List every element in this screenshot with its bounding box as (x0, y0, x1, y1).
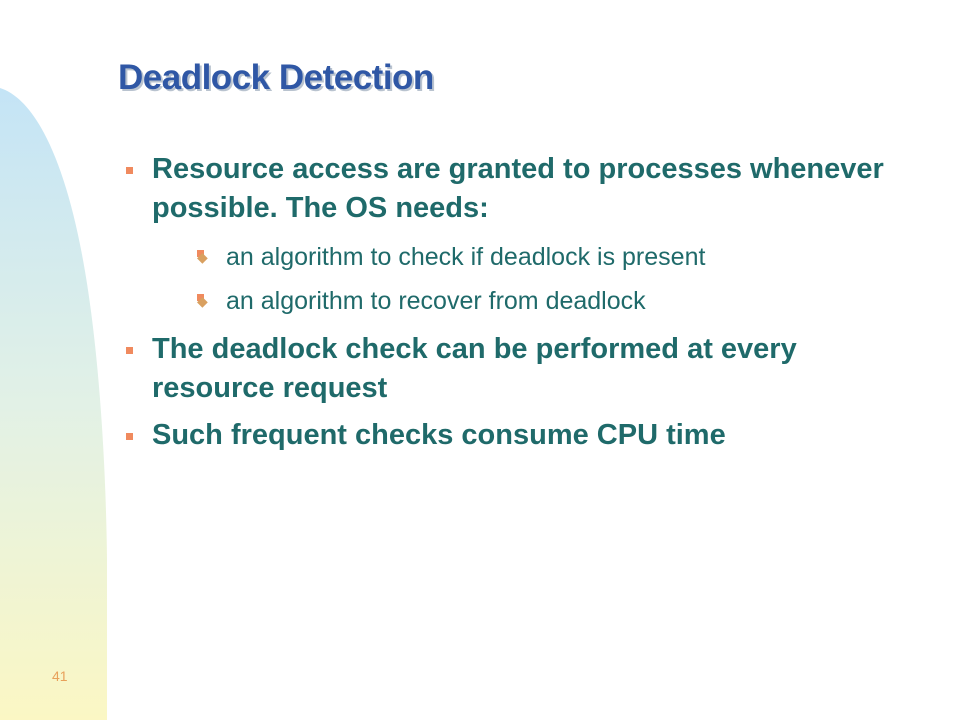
square-bullet-icon (126, 347, 133, 354)
diamond-bullet-icon: ◆ (197, 293, 208, 309)
bullet-item: Resource access are granted to processes… (118, 150, 918, 316)
sub-bullet-text: an algorithm to recover from deadlock (226, 287, 646, 315)
diamond-bullet-icon: ◆ (197, 249, 208, 265)
slide-number: 41 (52, 668, 68, 684)
square-bullet-icon (126, 433, 133, 440)
sub-bullet-item: ◆ an algorithm to check if deadlock is p… (152, 242, 918, 272)
sub-bullet-text: an algorithm to check if deadlock is pre… (226, 243, 706, 271)
sub-bullet-item: ◆ an algorithm to recover from deadlock (152, 286, 918, 316)
slide-title: Deadlock Detection (118, 58, 434, 97)
sub-bullet-list: ◆ an algorithm to check if deadlock is p… (152, 242, 918, 316)
bullet-text: The deadlock check can be performed at e… (152, 333, 797, 404)
bullet-text: Such frequent checks consume CPU time (152, 419, 726, 451)
square-bullet-icon (126, 167, 133, 174)
bullet-item: The deadlock check can be performed at e… (118, 330, 918, 408)
bullet-item: Such frequent checks consume CPU time (118, 416, 918, 455)
bullet-text: Resource access are granted to processes… (152, 153, 884, 224)
bullet-list: Resource access are granted to processes… (118, 150, 918, 463)
side-gradient-band (0, 88, 107, 720)
